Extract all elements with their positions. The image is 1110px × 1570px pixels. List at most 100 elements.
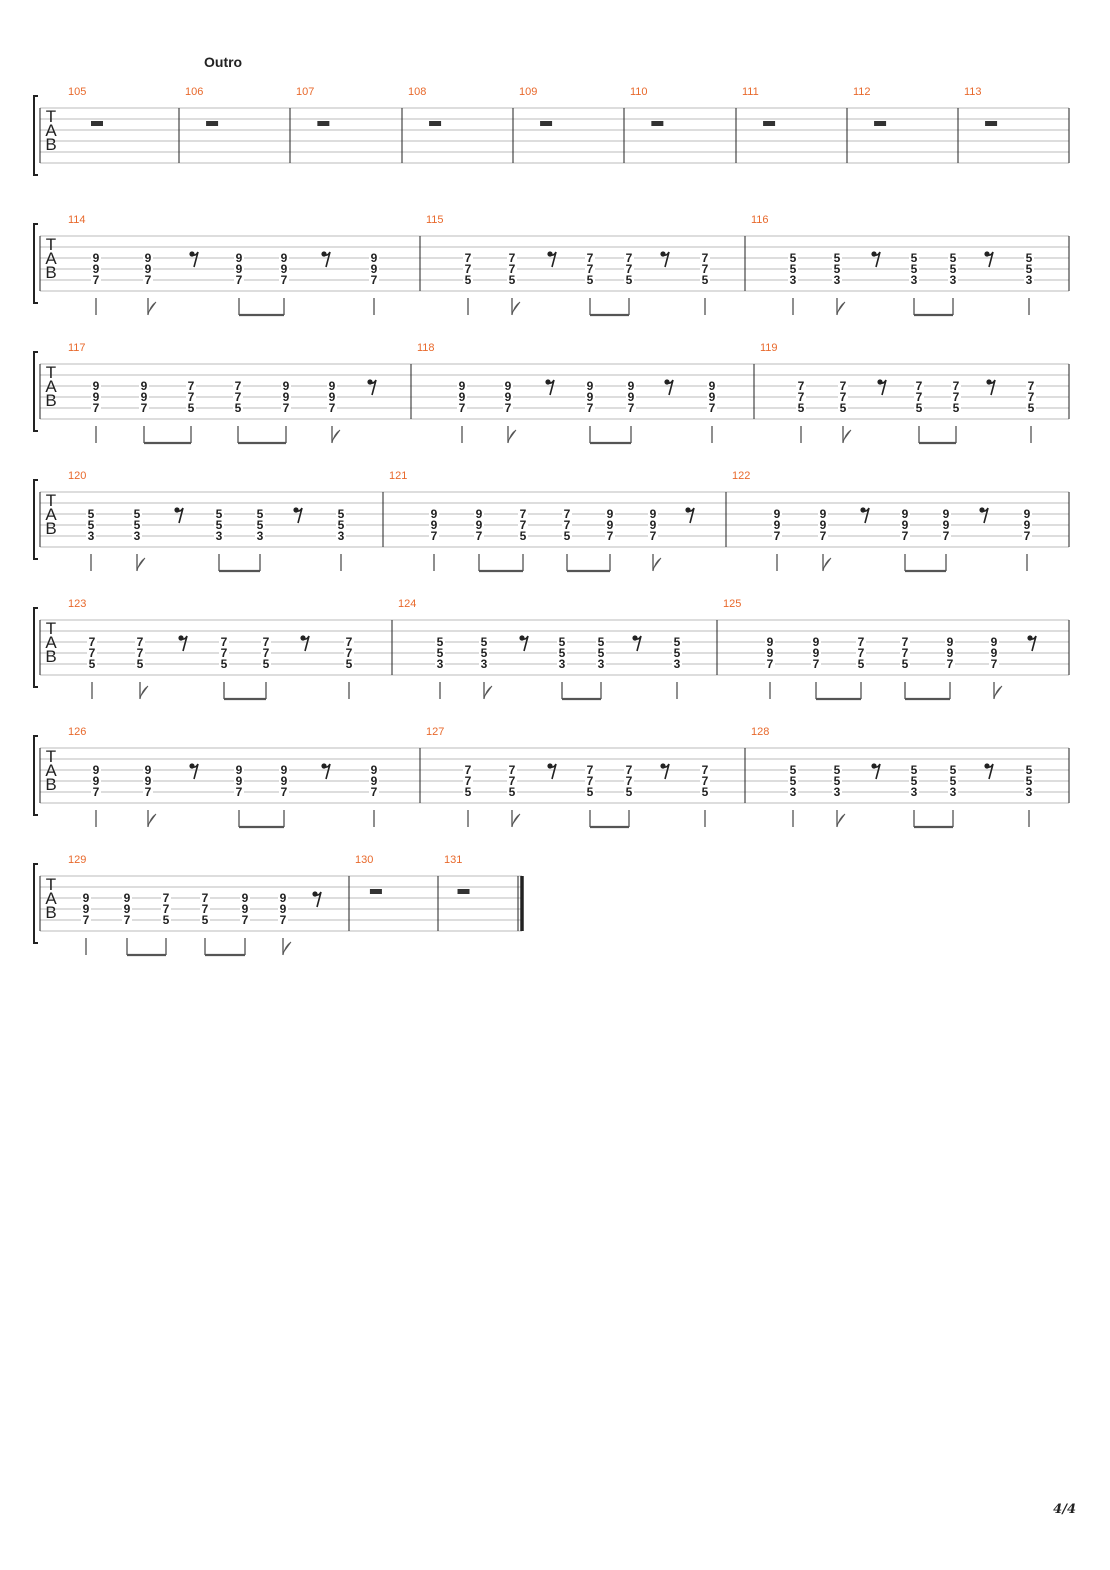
fret-mask xyxy=(951,403,961,413)
fret-number: 7 xyxy=(767,657,774,671)
fret-number: 9 xyxy=(242,902,249,916)
eighth-rest xyxy=(986,251,994,268)
fret-mask xyxy=(796,403,806,413)
fret-number: 9 xyxy=(329,390,336,404)
fret-number: 9 xyxy=(83,902,90,916)
fret-number: 7 xyxy=(1028,390,1035,404)
fret-number: 3 xyxy=(834,273,841,287)
fret-number: 9 xyxy=(476,518,483,532)
fret-mask xyxy=(369,787,379,797)
fret-mask xyxy=(240,904,250,914)
fret-number: 5 xyxy=(163,913,170,927)
fret-mask xyxy=(214,509,224,519)
fret-number: 7 xyxy=(626,774,633,788)
fret-number: 5 xyxy=(134,507,141,521)
fret-mask xyxy=(463,275,473,285)
fret-mask xyxy=(707,392,717,402)
fret-mask xyxy=(811,637,821,647)
fret-number: 5 xyxy=(134,518,141,532)
fret-mask xyxy=(86,520,96,530)
fret-number: 9 xyxy=(709,390,716,404)
fret-number: 7 xyxy=(840,379,847,393)
fret-number: 5 xyxy=(88,507,95,521)
fret-mask xyxy=(626,381,636,391)
fret-number: 7 xyxy=(947,657,954,671)
fret-number: 5 xyxy=(221,657,228,671)
fret-number: 5 xyxy=(465,273,472,287)
fret-mask xyxy=(336,509,346,519)
fret-mask xyxy=(143,264,153,274)
fret-mask xyxy=(474,531,484,541)
fret-number: 7 xyxy=(953,379,960,393)
fret-mask xyxy=(811,659,821,669)
fret-mask xyxy=(941,531,951,541)
fret-number: 5 xyxy=(1026,262,1033,276)
fret-mask xyxy=(989,637,999,647)
fret-mask xyxy=(233,403,243,413)
fret-number: 5 xyxy=(911,262,918,276)
fret-mask xyxy=(700,765,710,775)
fret-mask xyxy=(281,403,291,413)
page-number: 4/4 xyxy=(1053,1502,1076,1517)
fret-mask xyxy=(585,264,595,274)
fret-mask xyxy=(143,787,153,797)
tab-clef-letter: A xyxy=(45,377,57,396)
fret-number: 7 xyxy=(263,646,270,660)
fret-number: 5 xyxy=(702,785,709,799)
fret-number: 5 xyxy=(950,774,957,788)
fret-mask xyxy=(1024,776,1034,786)
fret-mask xyxy=(479,637,489,647)
fret-number: 7 xyxy=(858,646,865,660)
fret-number: 5 xyxy=(950,251,957,265)
fret-number: 9 xyxy=(371,262,378,276)
fret-number: 7 xyxy=(280,913,287,927)
fret-mask xyxy=(914,381,924,391)
fret-number: 9 xyxy=(280,902,287,916)
fret-number: 7 xyxy=(916,390,923,404)
fret-mask xyxy=(507,765,517,775)
fret-number: 3 xyxy=(88,529,95,543)
fret-number: 7 xyxy=(137,646,144,660)
fret-mask xyxy=(1024,275,1034,285)
fret-mask xyxy=(945,659,955,669)
fret-number: 9 xyxy=(281,763,288,777)
fret-mask xyxy=(772,520,782,530)
fret-number: 9 xyxy=(813,646,820,660)
fret-mask xyxy=(139,381,149,391)
fret-mask xyxy=(369,275,379,285)
fret-number: 5 xyxy=(790,774,797,788)
fret-number: 9 xyxy=(242,891,249,905)
fret-mask xyxy=(234,787,244,797)
fret-mask xyxy=(585,787,595,797)
measure-number: 106 xyxy=(185,86,203,98)
fret-mask xyxy=(900,531,910,541)
fret-number: 5 xyxy=(626,273,633,287)
fret-number: 5 xyxy=(338,518,345,532)
fret-number: 7 xyxy=(774,529,781,543)
fret-mask xyxy=(255,509,265,519)
fret-mask xyxy=(832,765,842,775)
measure-number: 117 xyxy=(68,342,86,354)
fret-mask xyxy=(327,381,337,391)
fret-number: 5 xyxy=(89,657,96,671)
fret-mask xyxy=(278,915,288,925)
fret-number: 5 xyxy=(834,251,841,265)
whole-rest xyxy=(763,121,776,126)
fret-mask xyxy=(281,381,291,391)
fret-number: 9 xyxy=(1024,518,1031,532)
fret-mask xyxy=(135,637,145,647)
fret-number: 7 xyxy=(242,913,249,927)
fret-number: 7 xyxy=(93,273,100,287)
fret-number: 7 xyxy=(1024,529,1031,543)
fret-number: 7 xyxy=(202,891,209,905)
note-flag xyxy=(511,301,521,316)
whole-rest xyxy=(457,889,470,894)
fret-mask xyxy=(909,776,919,786)
fret-mask xyxy=(161,915,171,925)
fret-number: 9 xyxy=(813,635,820,649)
fret-number: 7 xyxy=(953,390,960,404)
fret-number: 7 xyxy=(163,891,170,905)
fret-number: 7 xyxy=(371,785,378,799)
fret-mask xyxy=(503,392,513,402)
whole-rest xyxy=(874,121,887,126)
